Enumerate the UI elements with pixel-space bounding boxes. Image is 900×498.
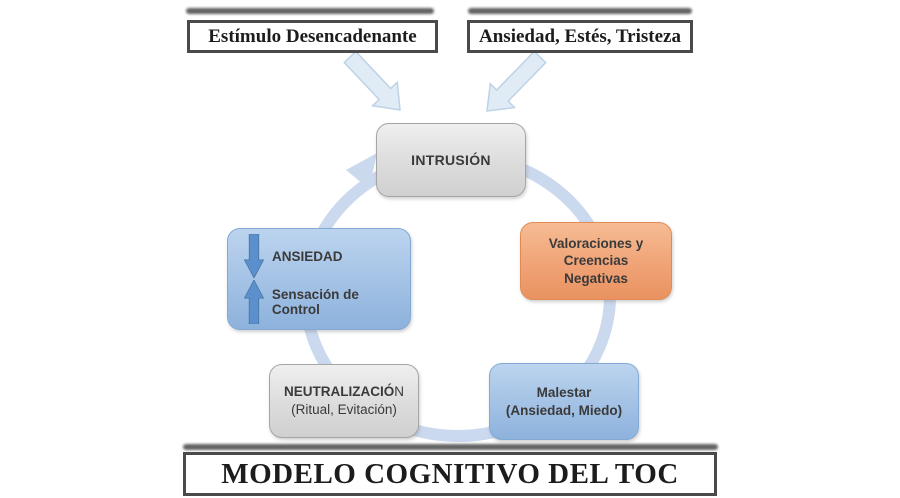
thick-up-arrow-icon (244, 279, 264, 324)
distress-label: Malestar (536, 384, 592, 400)
neutralization-sublabel: (Ritual, Evitación) (291, 402, 397, 417)
neutralization-node: NEUTRALIZACIÓN (Ritual, Evitación) (269, 364, 419, 438)
control-row: Sensación de Control (228, 279, 410, 324)
diagram-title: MODELO COGNITIVO DEL TOC (221, 457, 679, 490)
cycle-arrowhead-icon (346, 153, 377, 189)
diagram-title-box: MODELO COGNITIVO DEL TOC (183, 452, 717, 496)
distress-sublabel: (Ansiedad, Miedo) (505, 402, 623, 418)
thick-down-arrow-icon (244, 234, 264, 279)
emotions-box: Ansiedad, Estés, Tristeza (467, 20, 693, 53)
control-label: Sensación de Control (271, 286, 359, 317)
intrusion-node: INTRUSIÓN (376, 123, 526, 197)
distress-node: Malestar (Ansiedad, Miedo) (489, 363, 639, 440)
neutralization-label-tail: N (394, 384, 404, 400)
title-box-shadow (183, 444, 718, 450)
anxiety-row: ANSIEDAD (228, 234, 410, 279)
neutralization-label: NEUTRALIZACIÓN (284, 383, 404, 401)
anxiety-control-node: ANSIEDAD Sensación de Control (227, 228, 411, 330)
trigger-stimulus-box: Estímulo Desencadenante (187, 20, 438, 53)
negative-valuations-node: Valoraciones y Creencias Negativas (520, 222, 672, 300)
negative-valuations-label: Valoraciones y Creencias Negativas (548, 236, 644, 286)
trigger-stimulus-label: Estímulo Desencadenante (208, 25, 417, 47)
emotions-label: Ansiedad, Estés, Tristeza (479, 25, 681, 47)
intrusion-label: INTRUSIÓN (411, 152, 491, 168)
neutralization-label-bold: NEUTRALIZACIÓ (284, 384, 395, 400)
emotions-box-shadow (468, 8, 692, 14)
trigger-box-shadow (186, 8, 434, 14)
anxiety-label: ANSIEDAD (272, 248, 343, 264)
flow-arrow-right-icon (486, 50, 547, 112)
flow-arrow-left-icon (343, 50, 401, 111)
